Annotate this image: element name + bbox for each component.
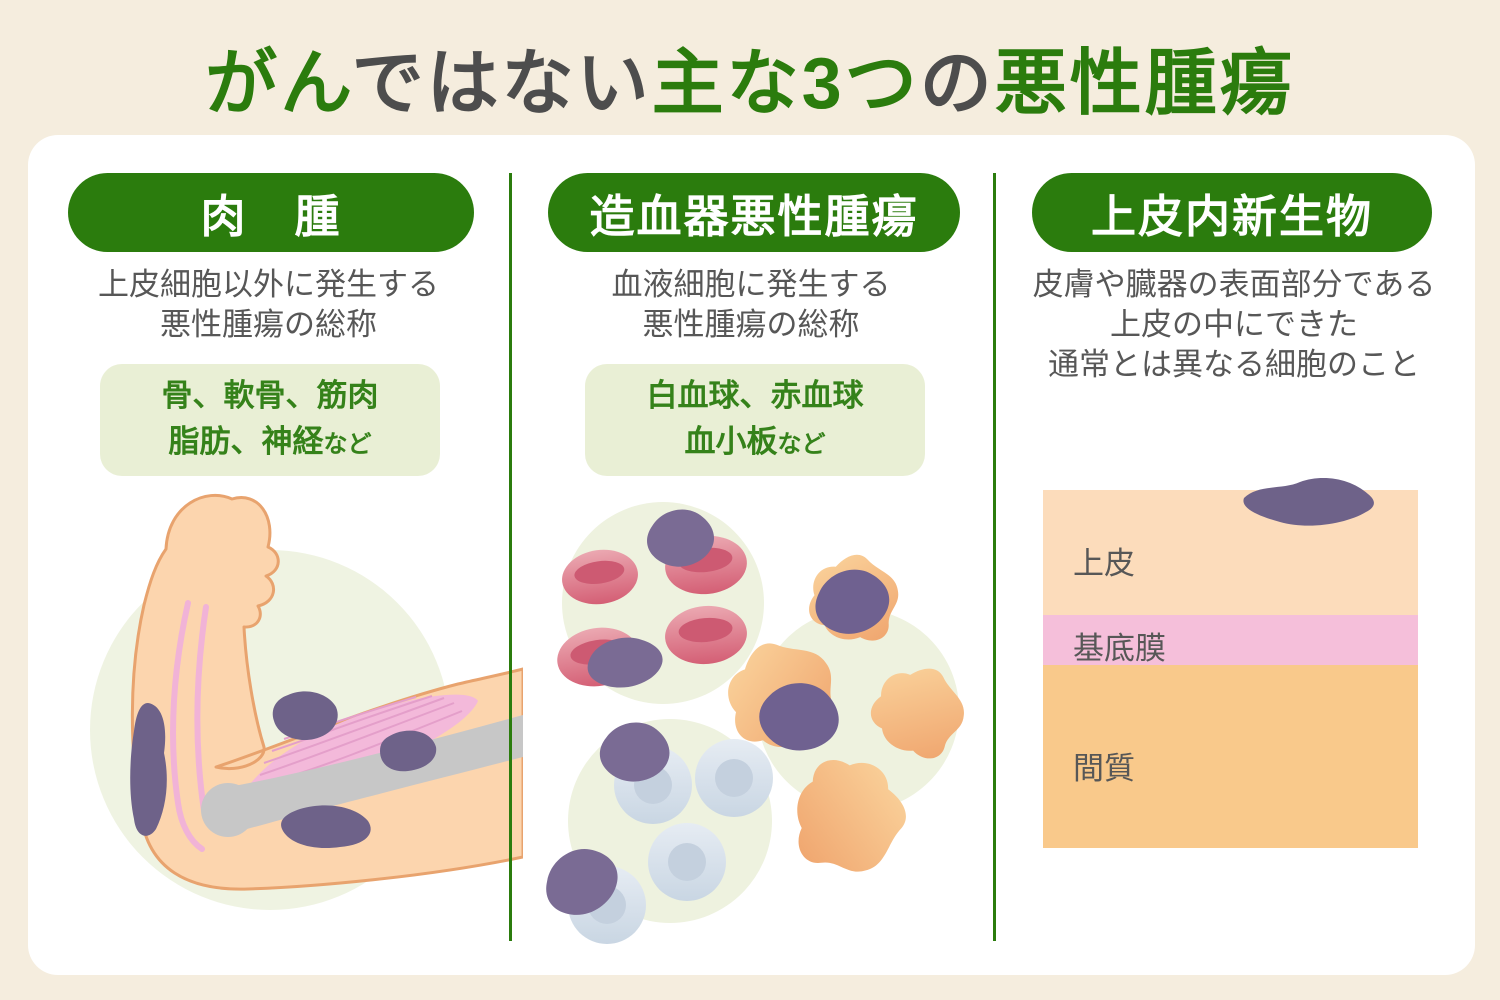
- title-segment: 悪性腫瘍: [994, 44, 1295, 124]
- stroma-layer: 間質: [1043, 665, 1418, 848]
- column-header-intraepithelial: 上皮内新生物: [1032, 173, 1432, 252]
- column-description-intraepithelial: 皮膚や臓器の表面部分である 上皮の中にできた 通常とは異なる細胞のこと: [993, 265, 1475, 385]
- layer-label: 間質: [1073, 751, 1135, 786]
- description-line: 上皮細胞以外に発生する: [98, 267, 439, 302]
- column-description-hematopoietic: 血液細胞に発生する 悪性腫瘍の総称: [509, 265, 993, 345]
- page-title: がんではない主な3つの悪性腫瘍: [0, 24, 1500, 129]
- examples-line: 脂肪、神経など: [168, 423, 372, 459]
- intraepithelial-tumor: [1243, 478, 1374, 526]
- sarcoma-arm-illustration: [90, 493, 523, 910]
- examples-line: 白血球、赤血球: [646, 377, 864, 413]
- muscle: [244, 694, 478, 794]
- bone: [201, 715, 523, 837]
- platelet-group: [720, 545, 979, 879]
- title-segment: ではない: [351, 44, 652, 124]
- layer-label: 基底膜: [1073, 631, 1166, 666]
- description-line: 通常とは異なる細胞のこと: [1048, 347, 1420, 382]
- description-line: 血液細胞に発生する: [611, 267, 891, 302]
- title-segment: 主な3つ: [651, 44, 920, 124]
- title-segment: の: [919, 44, 995, 124]
- examples-box-sarcoma: 骨、軟骨、筋肉 脂肪、神経など: [100, 364, 440, 476]
- examples-line: 骨、軟骨、筋肉: [161, 377, 379, 413]
- column-header-hematopoietic: 造血器悪性腫瘍: [548, 173, 960, 252]
- examples-box-hematopoietic: 白血球、赤血球 血小板など: [585, 364, 925, 476]
- layer-label: 上皮: [1073, 546, 1135, 581]
- description-line: 悪性腫瘍の総称: [160, 307, 377, 342]
- red-blood-cell-group: [552, 502, 764, 704]
- content-card: 肉 腫 上皮細胞以外に発生する 悪性腫瘍の総称 骨、軟骨、筋肉 脂肪、神経など: [28, 135, 1475, 975]
- white-blood-cell-group: [537, 715, 773, 944]
- muscle-striations: [259, 695, 463, 786]
- basement-membrane-layer: 基底膜: [1043, 615, 1418, 666]
- column-header-sarcoma: 肉 腫: [68, 173, 474, 252]
- description-line: 皮膚や臓器の表面部分である: [1032, 267, 1436, 302]
- tendon-lines: [170, 600, 209, 852]
- description-line: 上皮の中にできた: [1110, 307, 1358, 342]
- description-line: 悪性腫瘍の総称: [642, 307, 860, 342]
- sarcoma-tumors: [130, 691, 437, 849]
- column-divider: [509, 173, 512, 941]
- title-segment: がん: [205, 44, 352, 124]
- epithelium-layer-diagram: 上皮 基底膜 間質: [1043, 478, 1418, 848]
- examples-line: 血小板など: [684, 423, 826, 459]
- column-divider: [993, 173, 996, 941]
- blood-cells-illustration: [537, 502, 979, 944]
- column-description-sarcoma: 上皮細胞以外に発生する 悪性腫瘍の総称: [28, 265, 509, 345]
